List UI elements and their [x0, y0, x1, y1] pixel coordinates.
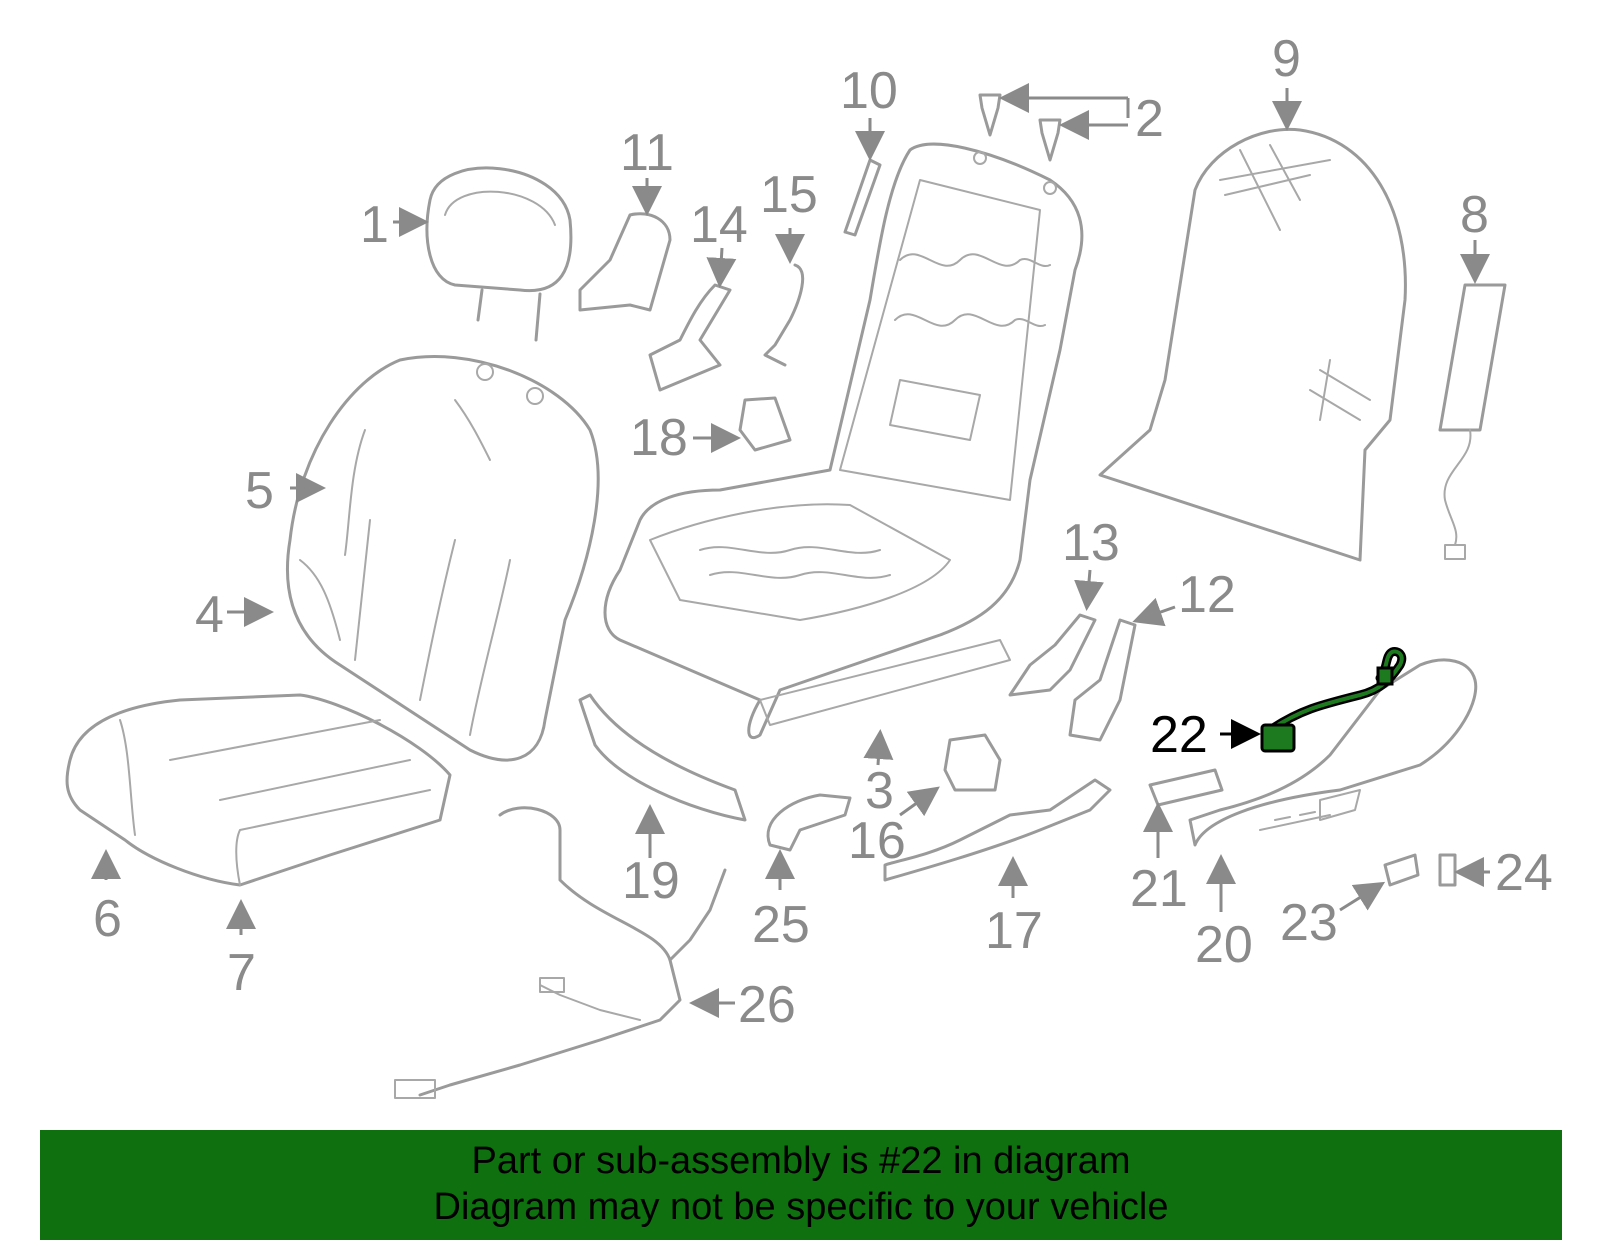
part-8-side-airbag — [1438, 283, 1507, 560]
part-10 — [843, 158, 882, 237]
callout-22: 22 — [1150, 706, 1208, 764]
part-19-trim — [578, 693, 747, 822]
part-16 — [943, 733, 1002, 792]
callout-4: 4 — [195, 586, 224, 644]
seat-parts-diagram: 1 2 3 4 5 6 7 8 9 10 11 12 13 14 15 16 1… — [65, 30, 1553, 1099]
part-13 — [1008, 613, 1097, 697]
banner-line-2: Diagram may not be specific to your vehi… — [433, 1186, 1169, 1228]
callout-9: 9 — [1272, 30, 1301, 88]
callout-19: 19 — [622, 852, 680, 910]
callout-11: 11 — [620, 124, 674, 182]
callout-15: 15 — [760, 166, 818, 224]
callout-5: 5 — [245, 462, 274, 520]
part-24 — [1438, 853, 1457, 887]
callout-1: 1 — [360, 196, 389, 254]
part-6-7-seat-cushion — [65, 693, 452, 887]
part-2-clips — [978, 93, 1062, 162]
part-20-side-shield — [1188, 658, 1478, 847]
callout-25: 25 — [752, 896, 810, 954]
callout-21: 21 — [1130, 860, 1188, 918]
part-11 — [578, 212, 672, 312]
callout-16: 16 — [848, 812, 906, 870]
callout-20: 20 — [1195, 916, 1253, 974]
part-26-wiring-harness — [394, 806, 727, 1099]
callout-2: 2 — [1135, 90, 1164, 148]
callout-23: 23 — [1280, 894, 1338, 952]
part-12 — [1068, 618, 1137, 742]
callout-18: 18 — [630, 409, 688, 467]
leader-lines — [91, 83, 1490, 1018]
callout-7: 7 — [227, 944, 256, 1002]
part-21 — [1148, 768, 1224, 807]
part-9-back-panel — [1098, 127, 1407, 562]
part-3-seat-frame — [603, 142, 1084, 739]
part-info-banner: Part or sub-assembly is #22 in diagram D… — [40, 1130, 1562, 1240]
part-1-headrest — [425, 166, 573, 342]
callout-12: 12 — [1178, 566, 1236, 624]
callout-17: 17 — [985, 902, 1043, 960]
callout-8: 8 — [1460, 186, 1489, 244]
callout-labels: 1 2 3 4 5 6 7 8 9 10 11 12 13 14 15 16 1… — [93, 30, 1553, 1034]
part-23 — [1383, 853, 1420, 887]
callout-14: 14 — [690, 196, 748, 254]
part-15 — [763, 263, 805, 367]
part-17-outer-trim — [883, 778, 1112, 882]
callout-3: 3 — [865, 762, 894, 820]
part-14 — [648, 283, 732, 392]
callout-6: 6 — [93, 890, 122, 948]
callout-26: 26 — [738, 976, 796, 1034]
callout-13: 13 — [1062, 514, 1120, 572]
callout-10: 10 — [840, 62, 898, 120]
part-5-seatback-cover — [285, 355, 600, 762]
banner-line-1: Part or sub-assembly is #22 in diagram — [471, 1140, 1131, 1182]
part-18 — [738, 396, 792, 452]
callout-24: 24 — [1495, 844, 1553, 902]
part-25 — [766, 793, 852, 852]
part-22-highlighted-harness — [1260, 647, 1407, 753]
